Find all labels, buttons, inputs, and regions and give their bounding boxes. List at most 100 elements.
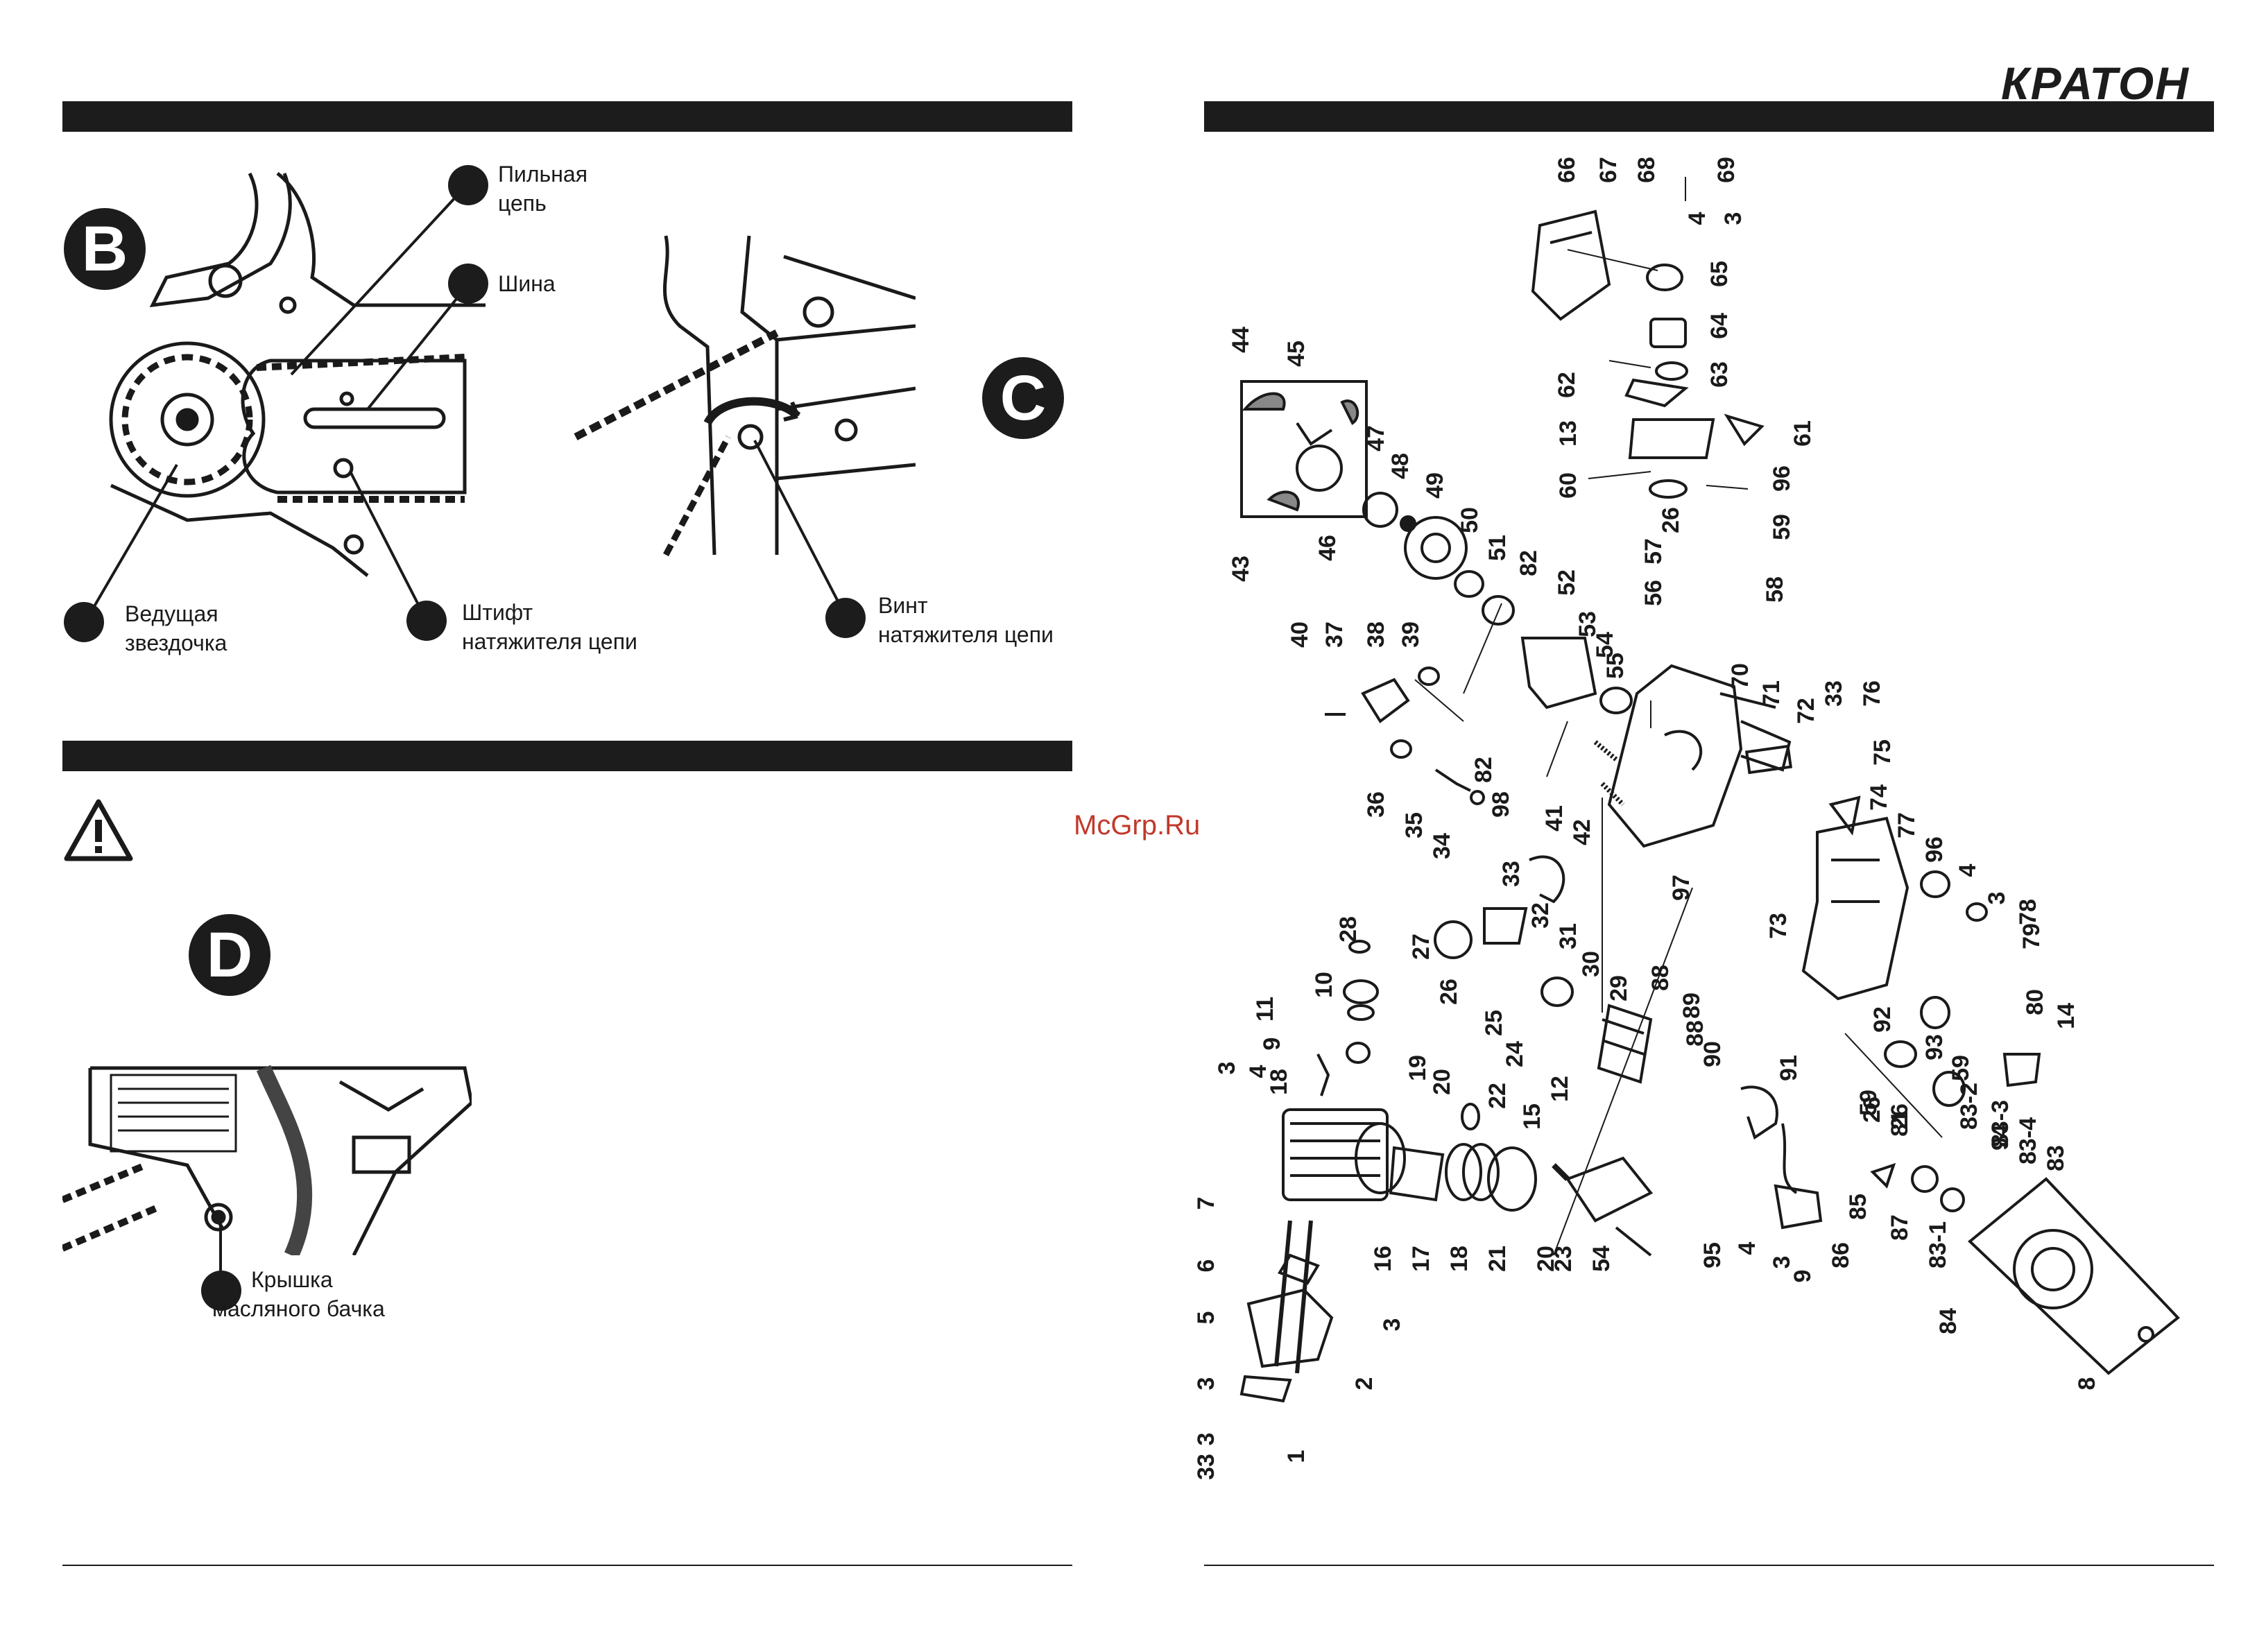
part-number-label: 65 (1706, 261, 1733, 287)
part-number-label: 9 (1259, 1038, 1285, 1051)
part-number-label: 73 (1765, 913, 1792, 939)
footer-rule-right (1204, 1565, 2214, 1566)
part-number-label: 64 (1706, 313, 1733, 339)
part-number-label: 83 (2043, 1145, 2069, 1171)
callout-dot-oil-cap (201, 1271, 241, 1311)
part-number-label: 63 (1706, 361, 1733, 388)
part-number-label: 52 (1554, 569, 1580, 596)
part-number-label: 83-1 (1925, 1221, 1951, 1268)
part-number-label: 77 (1894, 812, 1920, 838)
part-number-label: 7 (1193, 1197, 1219, 1210)
part-number-label: 57 (1640, 538, 1667, 565)
part-number-label: 4 (1684, 212, 1710, 225)
part-number-label: 47 (1363, 425, 1389, 451)
part-number-label: 41 (1541, 805, 1568, 832)
part-number-label: 54 (1592, 632, 1618, 658)
part-number-label: 94 (1987, 1124, 2014, 1151)
part-number-label: 14 (2053, 1003, 2079, 1029)
callout-dot-bar (448, 264, 488, 304)
part-number-label: 34 (1429, 833, 1455, 859)
part-number-label: 98 (1488, 791, 1514, 818)
part-number-label: 58 (1762, 576, 1788, 603)
section-bar-left (62, 741, 1072, 771)
part-number-label: 87 (1887, 1214, 1913, 1241)
part-number-label: 3 (1379, 1318, 1405, 1332)
part-number-label: 59 (1948, 1055, 1974, 1081)
figure-c-badge: C (982, 357, 1064, 439)
warning-triangle-icon (64, 799, 133, 861)
part-number-label: 96 (1921, 836, 1948, 863)
part-number-label: 6 (1193, 1259, 1219, 1273)
part-number-label: 46 (1314, 535, 1341, 561)
part-number-label: 74 (1866, 784, 1892, 811)
part-number-label: 18 (1266, 1069, 1292, 1095)
callout-sprocket-line2: звездочка (125, 630, 228, 655)
part-number-label: 68 (1633, 157, 1660, 183)
callout-oil-cap: Крышка масляного бачка (212, 1265, 385, 1323)
part-number-label: 91 (1776, 1055, 1802, 1081)
watermark-text: McGrp.Ru (1074, 810, 1201, 841)
part-number-label: 28 (1335, 916, 1362, 943)
callout-dot-pin (406, 601, 447, 641)
callout-chain-line2: цепь (498, 191, 547, 216)
part-number-label: 82 (1470, 757, 1497, 783)
part-number-label: 83-3 (1987, 1100, 2014, 1147)
part-number-label: 37 (1321, 621, 1348, 648)
part-number-label: 8 (2074, 1377, 2100, 1391)
part-number-label: 89 (1679, 992, 1705, 1019)
part-number-label: 18 (1446, 1246, 1473, 1272)
part-number-label: 83-2 (1956, 1083, 1982, 1130)
part-number-label: 3 (1193, 1433, 1219, 1446)
callout-chain: Пильная цепь (498, 160, 587, 218)
figure-b-illustration (109, 172, 486, 577)
part-number-label: 1 (1283, 1450, 1310, 1463)
part-number-label: 20 (1533, 1246, 1559, 1272)
part-number-label: 88 (1682, 1020, 1708, 1047)
part-number-label: 84 (1935, 1308, 1962, 1334)
part-number-label: 4 (1245, 1065, 1271, 1078)
part-number-label: 3 (1720, 212, 1746, 225)
part-number-label: 53 (1574, 611, 1601, 637)
part-number-label: 44 (1228, 327, 1254, 353)
part-number-label: 3 (1214, 1062, 1240, 1075)
part-number-label: 12 (1547, 1076, 1573, 1102)
part-number-label: 93 (1921, 1034, 1948, 1060)
callout-screw-line2: натяжителя цепи (878, 622, 1054, 647)
part-number-label: 29 (1606, 975, 1632, 1001)
part-number-label: 92 (1869, 1006, 1896, 1033)
part-number-label: 4 (1955, 863, 1981, 877)
part-number-label: 11 (1252, 997, 1278, 1022)
part-number-label: 54 (1588, 1246, 1615, 1272)
part-number-label: 95 (1699, 1242, 1726, 1268)
part-number-label: 3 (1769, 1256, 1795, 1269)
part-number-label: 96 (1769, 465, 1795, 492)
part-number-label: 59 (1855, 1090, 1882, 1116)
part-number-label: 43 (1228, 556, 1254, 582)
part-number-label: 76 (1859, 680, 1885, 707)
part-number-label: 45 (1283, 341, 1310, 367)
part-number-label: 20 (1429, 1069, 1455, 1095)
part-number-label: 66 (1554, 157, 1580, 183)
part-number-label: 59 (1769, 514, 1795, 540)
part-number-label: 32 (1527, 902, 1554, 929)
part-number-label: 49 (1422, 472, 1448, 499)
part-number-label: 15 (1519, 1103, 1545, 1130)
callout-pin: Штифт натяжителя цепи (462, 598, 637, 656)
part-number-label: 13 (1555, 420, 1581, 447)
header-bar-left (62, 101, 1072, 132)
part-number-label: 36 (1363, 791, 1389, 818)
callout-oil-cap-line2: масляного бачка (212, 1296, 385, 1321)
callout-sprocket: Ведущая звездочка (125, 599, 227, 657)
callout-pin-line1: Штифт (462, 600, 533, 625)
callout-pin-line2: натяжителя цепи (462, 629, 637, 654)
part-number-label: 40 (1287, 621, 1313, 648)
part-number-label: 16 (1370, 1246, 1396, 1272)
part-number-label: 83-4 (2015, 1117, 2041, 1164)
part-number-label: 21 (1484, 1246, 1511, 1272)
callout-bar: Шина (498, 271, 556, 296)
part-number-label: 35 (1401, 812, 1427, 838)
part-number-label: 22 (1484, 1083, 1511, 1109)
figure-b-badge: B (64, 208, 146, 290)
